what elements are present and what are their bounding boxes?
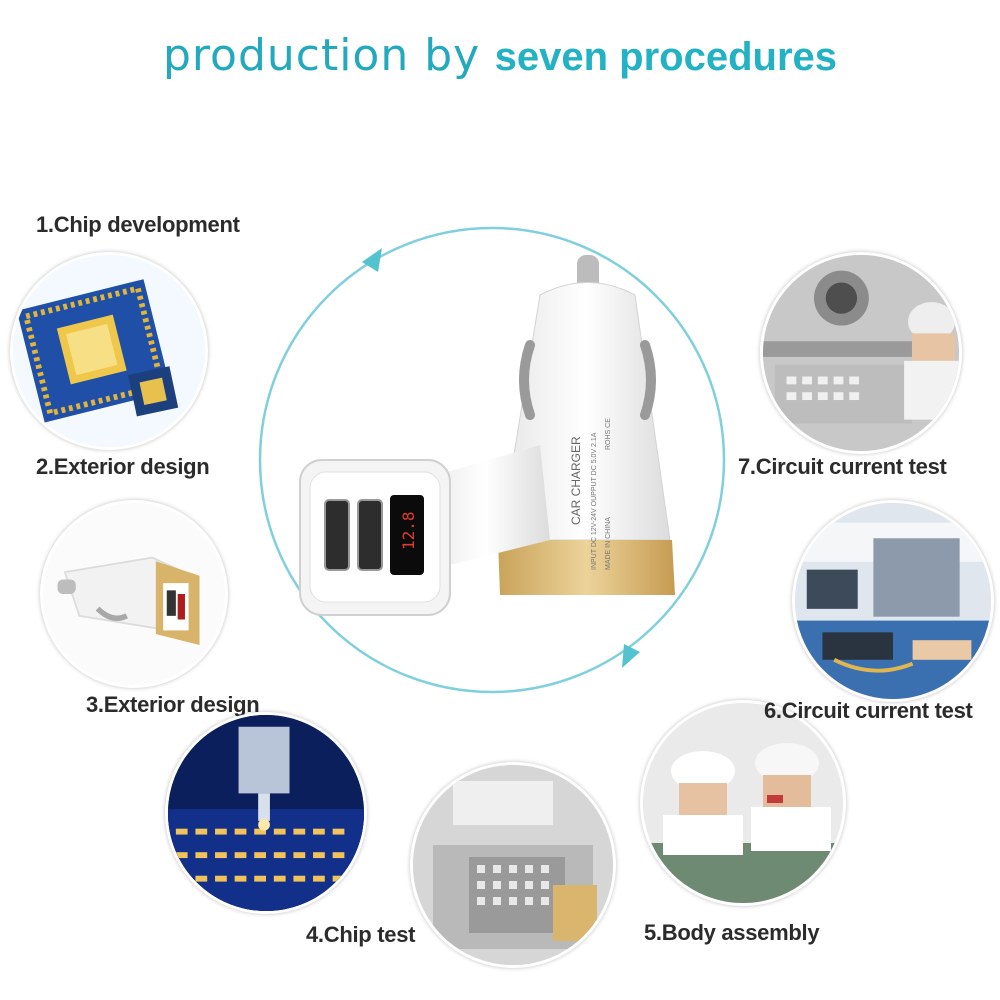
step-2-image — [40, 500, 228, 688]
step-6-label: 6.Circuit current test — [764, 698, 973, 723]
chip-test-icon — [413, 765, 613, 965]
charger-spec: INPUT DC 12V-24V OUPPUT DC 5.0V 2.1A — [591, 432, 598, 570]
step-7-image — [760, 252, 962, 454]
charger-label: CAR CHARGER — [569, 436, 583, 525]
charger-certs: ROHS CE — [605, 418, 612, 450]
step-7-label: 7.Circuit current test — [738, 454, 947, 479]
step-3-label: 3.Exterior design — [86, 692, 260, 717]
pcb-machine-icon — [168, 715, 364, 911]
car-charger-product: CAR CHARGER INPUT DC 12V-24V OUPPUT DC 5… — [299, 255, 675, 616]
charger-display: 12.8 — [399, 511, 418, 550]
chip-icon — [13, 255, 205, 447]
step-3-image — [165, 712, 367, 914]
cycle-arrow-bottom — [622, 644, 640, 668]
test-equipment-icon — [795, 503, 991, 699]
step-5-label: 5.Body assembly — [644, 920, 820, 945]
step-2-label: 2.Exterior design — [36, 454, 210, 479]
page-title: production by seven procedures — [0, 30, 1000, 81]
lab-microscope-icon — [763, 255, 959, 451]
charger-side-icon — [43, 503, 225, 685]
assembly-workers-icon — [643, 703, 843, 903]
cycle-arrow-top — [362, 248, 382, 272]
charger-origin: MADE IN CHINA — [605, 517, 612, 570]
title-part-1: production by — [162, 30, 481, 81]
step-5-image — [640, 700, 846, 906]
step-4-label: 4.Chip test — [306, 922, 416, 947]
step-1-image — [10, 252, 208, 450]
step-6-image — [792, 500, 994, 702]
step-1-label: 1.Chip development — [36, 212, 240, 237]
step-4-image — [410, 762, 616, 968]
title-part-2: seven procedures — [494, 35, 838, 79]
